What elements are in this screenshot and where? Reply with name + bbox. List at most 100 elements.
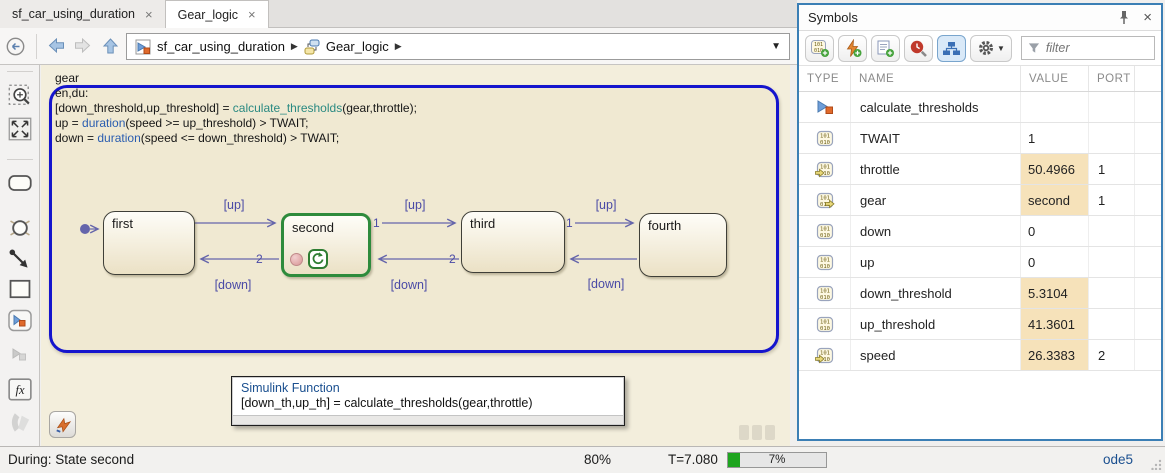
svg-text:101: 101 [820, 164, 830, 170]
history-junction-tool-icon[interactable] [8, 216, 32, 240]
simulation-time: T=7.080 [668, 452, 718, 467]
breadcrumb-item-model[interactable]: sf_car_using_duration [135, 39, 285, 55]
svg-text:010: 010 [820, 325, 830, 331]
symbol-value[interactable]: 1 [1021, 123, 1089, 153]
simulink-function-block[interactable]: Simulink Function [down_th,up_th] = calc… [231, 376, 625, 426]
zoom-region-tool-icon[interactable] [8, 84, 32, 108]
default-transition-tool-icon[interactable] [8, 248, 32, 272]
close-icon[interactable]: × [1143, 9, 1152, 26]
column-header-port[interactable]: PORT [1089, 66, 1135, 91]
breadcrumb-label: sf_car_using_duration [157, 39, 285, 54]
box-tool-icon[interactable] [8, 277, 32, 301]
navigate-up-button[interactable] [102, 38, 119, 54]
symbol-port: 1 [1089, 185, 1135, 215]
svg-text:010: 010 [820, 201, 830, 207]
fit-to-view-tool-icon[interactable] [8, 117, 32, 141]
scrollbar-grip[interactable] [739, 425, 775, 440]
zoom-level[interactable]: 80% [584, 452, 612, 467]
solver-name[interactable]: ode5 [1102, 452, 1133, 467]
navigation-toolbar: sf_car_using_duration ▶ Gear_logic ▶ ▼ [0, 28, 797, 65]
tab-gear-logic[interactable]: Gear_logic × [165, 0, 269, 28]
simulink-block-tool-icon[interactable] [8, 411, 32, 435]
svg-text:010: 010 [820, 263, 830, 269]
symbol-name: gear [851, 185, 1021, 215]
find-unused-symbols-button[interactable] [904, 34, 933, 62]
symbol-value[interactable]: 26.3383 [1021, 340, 1089, 370]
svg-text:101: 101 [820, 350, 830, 356]
navigate-forward-button[interactable] [74, 37, 91, 54]
state-third[interactable]: third [461, 211, 565, 273]
breadcrumb-separator-icon[interactable]: ▶ [394, 41, 402, 51]
chart-properties-button[interactable] [49, 411, 76, 438]
breadcrumb-item-chart[interactable]: Gear_logic [304, 39, 389, 55]
symbols-table-header: TYPE NAME VALUE PORT [799, 66, 1161, 92]
state-first[interactable]: first [103, 211, 195, 275]
svg-text:fx: fx [15, 383, 24, 397]
symbol-value[interactable]: 50.4966 [1021, 154, 1089, 184]
resize-grip-icon[interactable] [1151, 459, 1162, 470]
symbol-port [1089, 247, 1135, 277]
add-message-button[interactable] [871, 34, 900, 62]
svg-text:101: 101 [820, 319, 830, 325]
close-icon[interactable]: × [248, 7, 256, 22]
hierarchy-icon [943, 41, 960, 55]
breakpoint-icon[interactable] [290, 252, 303, 266]
symbol-port: 1 [1089, 154, 1135, 184]
symbol-value[interactable]: 5.3104 [1021, 278, 1089, 308]
column-header-value[interactable]: VALUE [1021, 66, 1089, 91]
symbol-value[interactable]: 41.3601 [1021, 309, 1089, 339]
pin-icon[interactable] [1119, 10, 1129, 25]
tab-label: sf_car_using_duration [12, 7, 135, 21]
symbol-value[interactable]: second [1021, 185, 1089, 215]
breadcrumb-dropdown-icon[interactable]: ▼ [771, 41, 781, 52]
simulink-function-tool-icon[interactable] [8, 309, 32, 333]
filter-box[interactable] [1021, 36, 1155, 60]
function-call-tool-icon[interactable] [8, 343, 32, 367]
model-icon [135, 39, 151, 54]
symbol-port [1089, 123, 1135, 153]
add-event-button[interactable] [838, 34, 867, 62]
palette-divider [7, 71, 33, 72]
state-tool-icon[interactable] [8, 171, 32, 195]
svg-text:010: 010 [813, 48, 822, 54]
simulation-progress-bar: 7% [727, 452, 827, 468]
back-to-parent-button[interactable] [6, 37, 25, 56]
column-header-type[interactable]: TYPE [799, 66, 851, 91]
filter-input[interactable] [1045, 41, 1148, 55]
settings-button[interactable]: ▼ [970, 34, 1012, 62]
symbol-port [1089, 216, 1135, 246]
active-state-loop-icon [308, 249, 328, 269]
state-second[interactable]: second [281, 213, 371, 277]
column-header-name[interactable]: NAME [851, 66, 1021, 91]
breadcrumb-separator-icon[interactable]: ▶ [290, 41, 298, 51]
state-fourth[interactable]: fourth [639, 213, 727, 277]
symbol-value[interactable]: 0 [1021, 247, 1089, 277]
symbol-value[interactable] [1021, 92, 1089, 122]
matlab-function-tool-icon[interactable]: fx [8, 378, 32, 402]
navigate-back-button[interactable] [48, 37, 65, 54]
status-message: During: State second [8, 452, 135, 467]
symbol-port [1089, 278, 1135, 308]
simulink-function-footer [233, 415, 623, 424]
symbol-value[interactable]: 0 [1021, 216, 1089, 246]
svg-text:101: 101 [813, 42, 822, 48]
tab-sf-car-using-duration[interactable]: sf_car_using_duration × [0, 0, 166, 28]
hierarchy-view-button[interactable] [937, 34, 966, 62]
close-icon[interactable]: × [145, 6, 153, 22]
symbols-row[interactable]: calculate_thresholds [799, 92, 1161, 123]
state-label: first [112, 216, 133, 231]
